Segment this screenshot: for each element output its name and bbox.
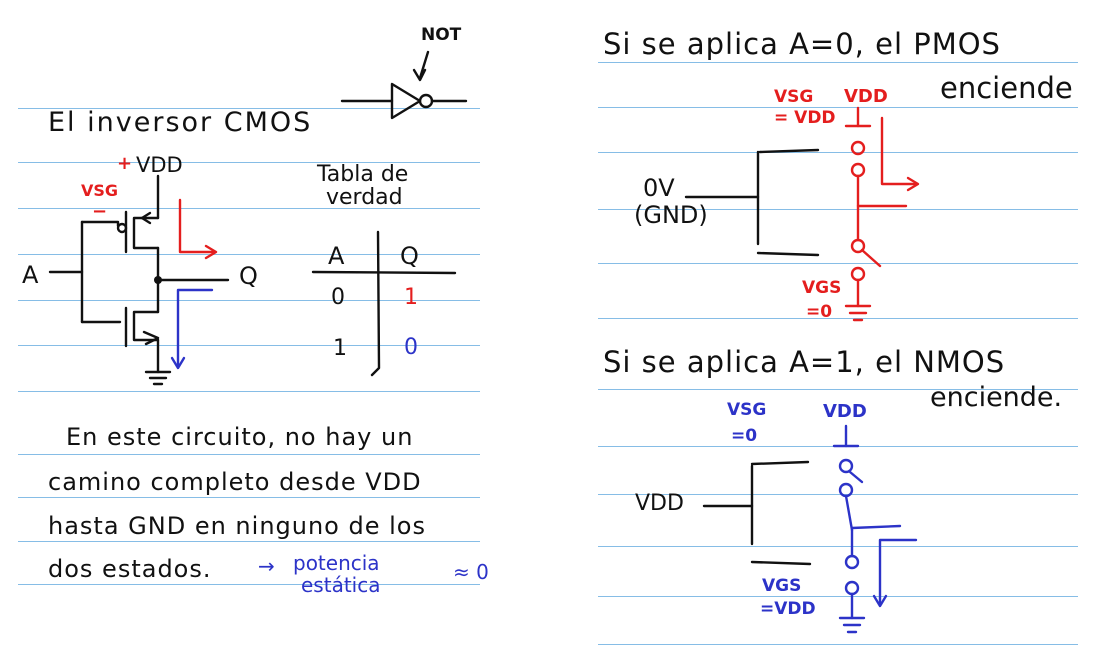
ruled-line [18, 345, 480, 346]
ruled-line [18, 108, 480, 109]
ruled-line [18, 541, 480, 542]
ruled-line [598, 62, 1078, 63]
case2-vsg-value: =0 [731, 426, 758, 446]
approx-zero-label: ≈ 0 [453, 560, 489, 584]
ruled-line [18, 162, 480, 163]
paragraph-line: En este circuito, no hay un [66, 423, 414, 451]
truth-table-title: Tabla de [317, 162, 409, 187]
estatica-label: estática [301, 573, 381, 597]
case2-input-value: VDD [635, 491, 684, 516]
ruled-line [18, 391, 480, 392]
case2-vdd-label: VDD [823, 401, 867, 422]
case1-input-value-paren: (GND) [634, 201, 708, 229]
ruled-line [598, 596, 1078, 597]
ruled-line [18, 208, 480, 209]
truth-table-cell-a: 1 [333, 336, 347, 361]
ruled-line [598, 263, 1078, 264]
case1-input-value: 0V [643, 174, 675, 202]
paragraph-line: camino completo desde VDD [48, 468, 422, 496]
ruled-line [18, 454, 480, 455]
paragraph-line: hasta GND en ninguno de los [48, 512, 426, 540]
case1-vsg-label: VSG [774, 87, 814, 107]
case2-vgs-label: VGS [762, 576, 802, 596]
ruled-line [598, 209, 1078, 210]
ruled-line [598, 389, 1078, 390]
case2-title: Si se aplica A=1, el NMOS [603, 345, 1006, 379]
ruled-line [598, 152, 1078, 153]
truth-table-cell-q: 0 [404, 335, 418, 360]
right-arrow-icon: → [258, 554, 275, 578]
vsg-label: VSG [81, 181, 119, 200]
ruled-line [598, 644, 1078, 645]
input-a-label: A [22, 261, 39, 289]
output-q-label: Q [239, 262, 258, 290]
ruled-line [598, 494, 1078, 495]
case2-vsg-label: VSG [727, 400, 767, 420]
ruled-line [18, 584, 480, 585]
not-label: NOT [421, 25, 462, 45]
case1-title: Si se aplica A=0, el PMOS [603, 27, 1001, 61]
ruled-line [598, 446, 1078, 447]
potencia-label: potencia [293, 551, 380, 575]
paragraph-line: dos estados. [48, 555, 212, 583]
truth-table-header-a: A [328, 242, 345, 270]
truth-table-header-q: Q [400, 242, 419, 270]
ruled-line [18, 300, 480, 301]
truth-table-cell-q: 1 [404, 285, 418, 310]
page-title: El inversor CMOS [48, 107, 313, 138]
case2-title-continuation: enciende. [930, 382, 1063, 413]
case2-vgs-value: =VDD [760, 599, 816, 619]
ruled-line [18, 254, 480, 255]
not-pointer-arrow [418, 50, 430, 80]
truth-table-cell-a: 0 [331, 285, 345, 310]
case1-vgs-value: =0 [806, 302, 833, 322]
vdd-label: VDD [136, 153, 183, 177]
minus-sign: − [92, 201, 108, 222]
case1-vdd-label: VDD [844, 86, 888, 107]
plus-sign: + [117, 153, 133, 174]
ruled-line [598, 107, 1078, 108]
ruled-line [18, 497, 480, 498]
not-pointer-arrowhead [412, 68, 427, 82]
ruled-line [598, 546, 1078, 547]
case1-title-continuation: enciende [940, 71, 1073, 105]
ruled-line [598, 318, 1078, 319]
case1-vgs-label: VGS [802, 278, 842, 298]
truth-table-subtitle: verdad [326, 185, 403, 210]
case1-vsg-value: = VDD [774, 108, 836, 128]
